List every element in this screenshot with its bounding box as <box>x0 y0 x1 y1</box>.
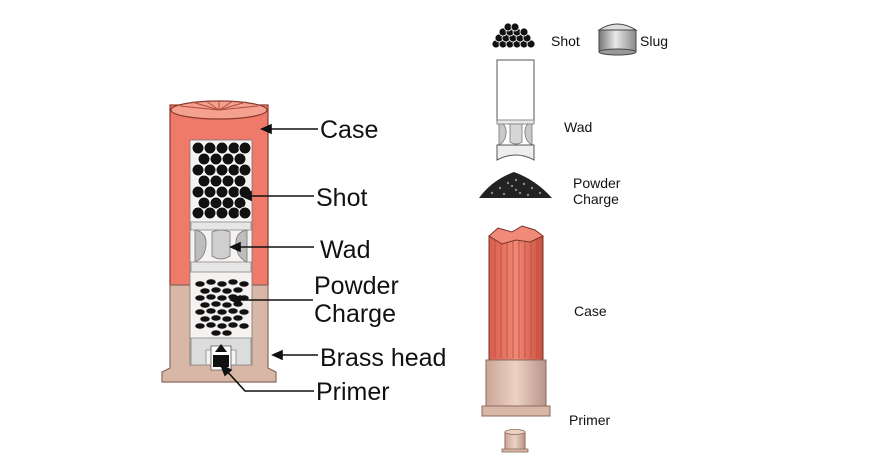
powder-charge <box>194 278 250 337</box>
label-wad: Wad <box>320 236 370 264</box>
label-charge: Charge <box>314 300 396 328</box>
wad <box>190 221 252 273</box>
powder-pile-icon <box>479 172 552 198</box>
exploded-label-powder: Powder <box>573 175 621 191</box>
label-brass-head: Brass head <box>320 344 446 372</box>
label-shot: Shot <box>316 184 367 212</box>
exploded-label-primer: Primer <box>569 412 611 428</box>
exploded-wad <box>496 59 535 161</box>
label-powder: Powder <box>314 272 399 300</box>
exploded-label-shot: Shot <box>551 33 580 49</box>
exploded-view: Shot Slug Wad Powder Char <box>479 22 668 453</box>
slug-icon <box>597 23 638 56</box>
shot-pellets <box>191 141 252 220</box>
exploded-label-charge: Charge <box>573 191 619 207</box>
crimp-folds <box>179 100 259 111</box>
primer-pocket <box>190 337 252 366</box>
exploded-label-slug: Slug <box>640 33 668 49</box>
exploded-label-case: Case <box>574 303 607 319</box>
exploded-label-wad: Wad <box>564 119 592 135</box>
label-case: Case <box>320 116 378 144</box>
shot-pile-icon <box>491 22 536 49</box>
cutaway-shell: Case Shot Wad Powder Charge Brass head P… <box>161 100 446 406</box>
label-primer: Primer <box>316 378 390 406</box>
exploded-primer <box>501 429 529 453</box>
exploded-case <box>481 225 551 417</box>
cutaway-pointers <box>219 123 318 392</box>
